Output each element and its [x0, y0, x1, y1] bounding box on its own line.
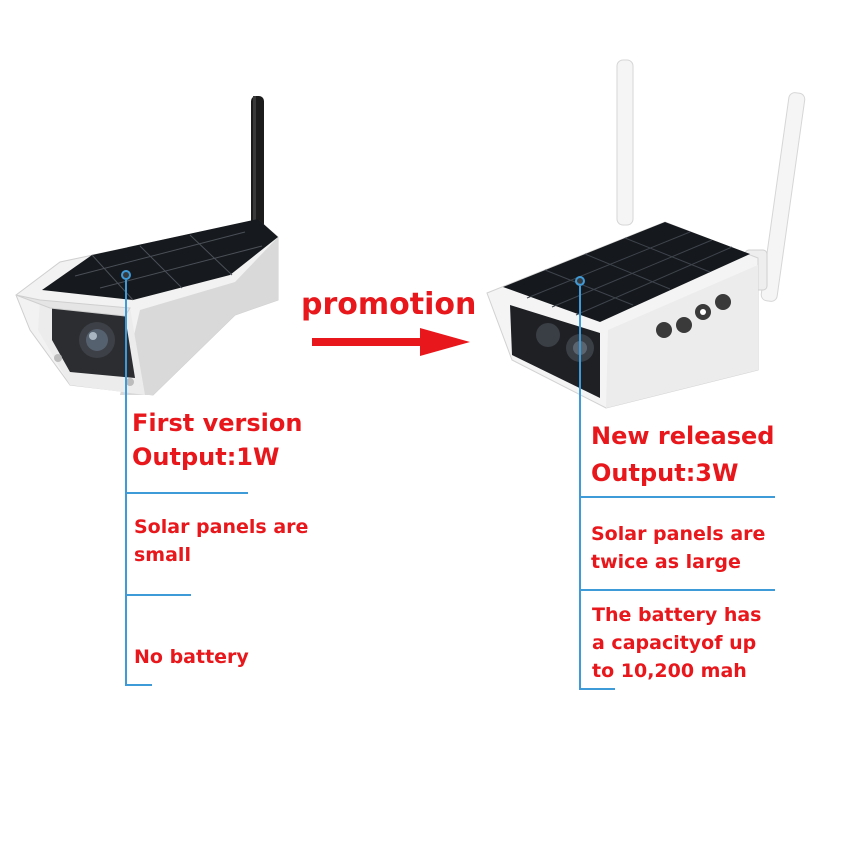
first-version-marker: [121, 270, 131, 280]
new-release-divider: [579, 688, 615, 690]
first-version-leader-line: [125, 280, 127, 685]
new-release-leader-line: [579, 286, 581, 690]
new-release-marker: [575, 276, 585, 286]
new-release-divider: [579, 496, 775, 498]
new-release-output: Output:3W: [591, 459, 739, 487]
new-release-title: New released: [591, 422, 775, 450]
promotion-label: promotion: [301, 287, 477, 322]
first-version-feature-1: Solar panels are small: [134, 516, 309, 566]
new-release-divider: [579, 589, 775, 591]
first-version-divider: [125, 594, 191, 596]
first-version-divider: [125, 684, 152, 686]
first-version-divider: [125, 492, 248, 494]
new-release-feature-2: The battery has a capacityof up to 10,20…: [592, 604, 762, 682]
first-version-title: First version: [132, 409, 303, 437]
first-version-feature-2: No battery: [134, 646, 249, 668]
new-release-feature-1: Solar panels are twice as large: [591, 523, 766, 573]
first-version-output: Output:1W: [132, 443, 280, 471]
